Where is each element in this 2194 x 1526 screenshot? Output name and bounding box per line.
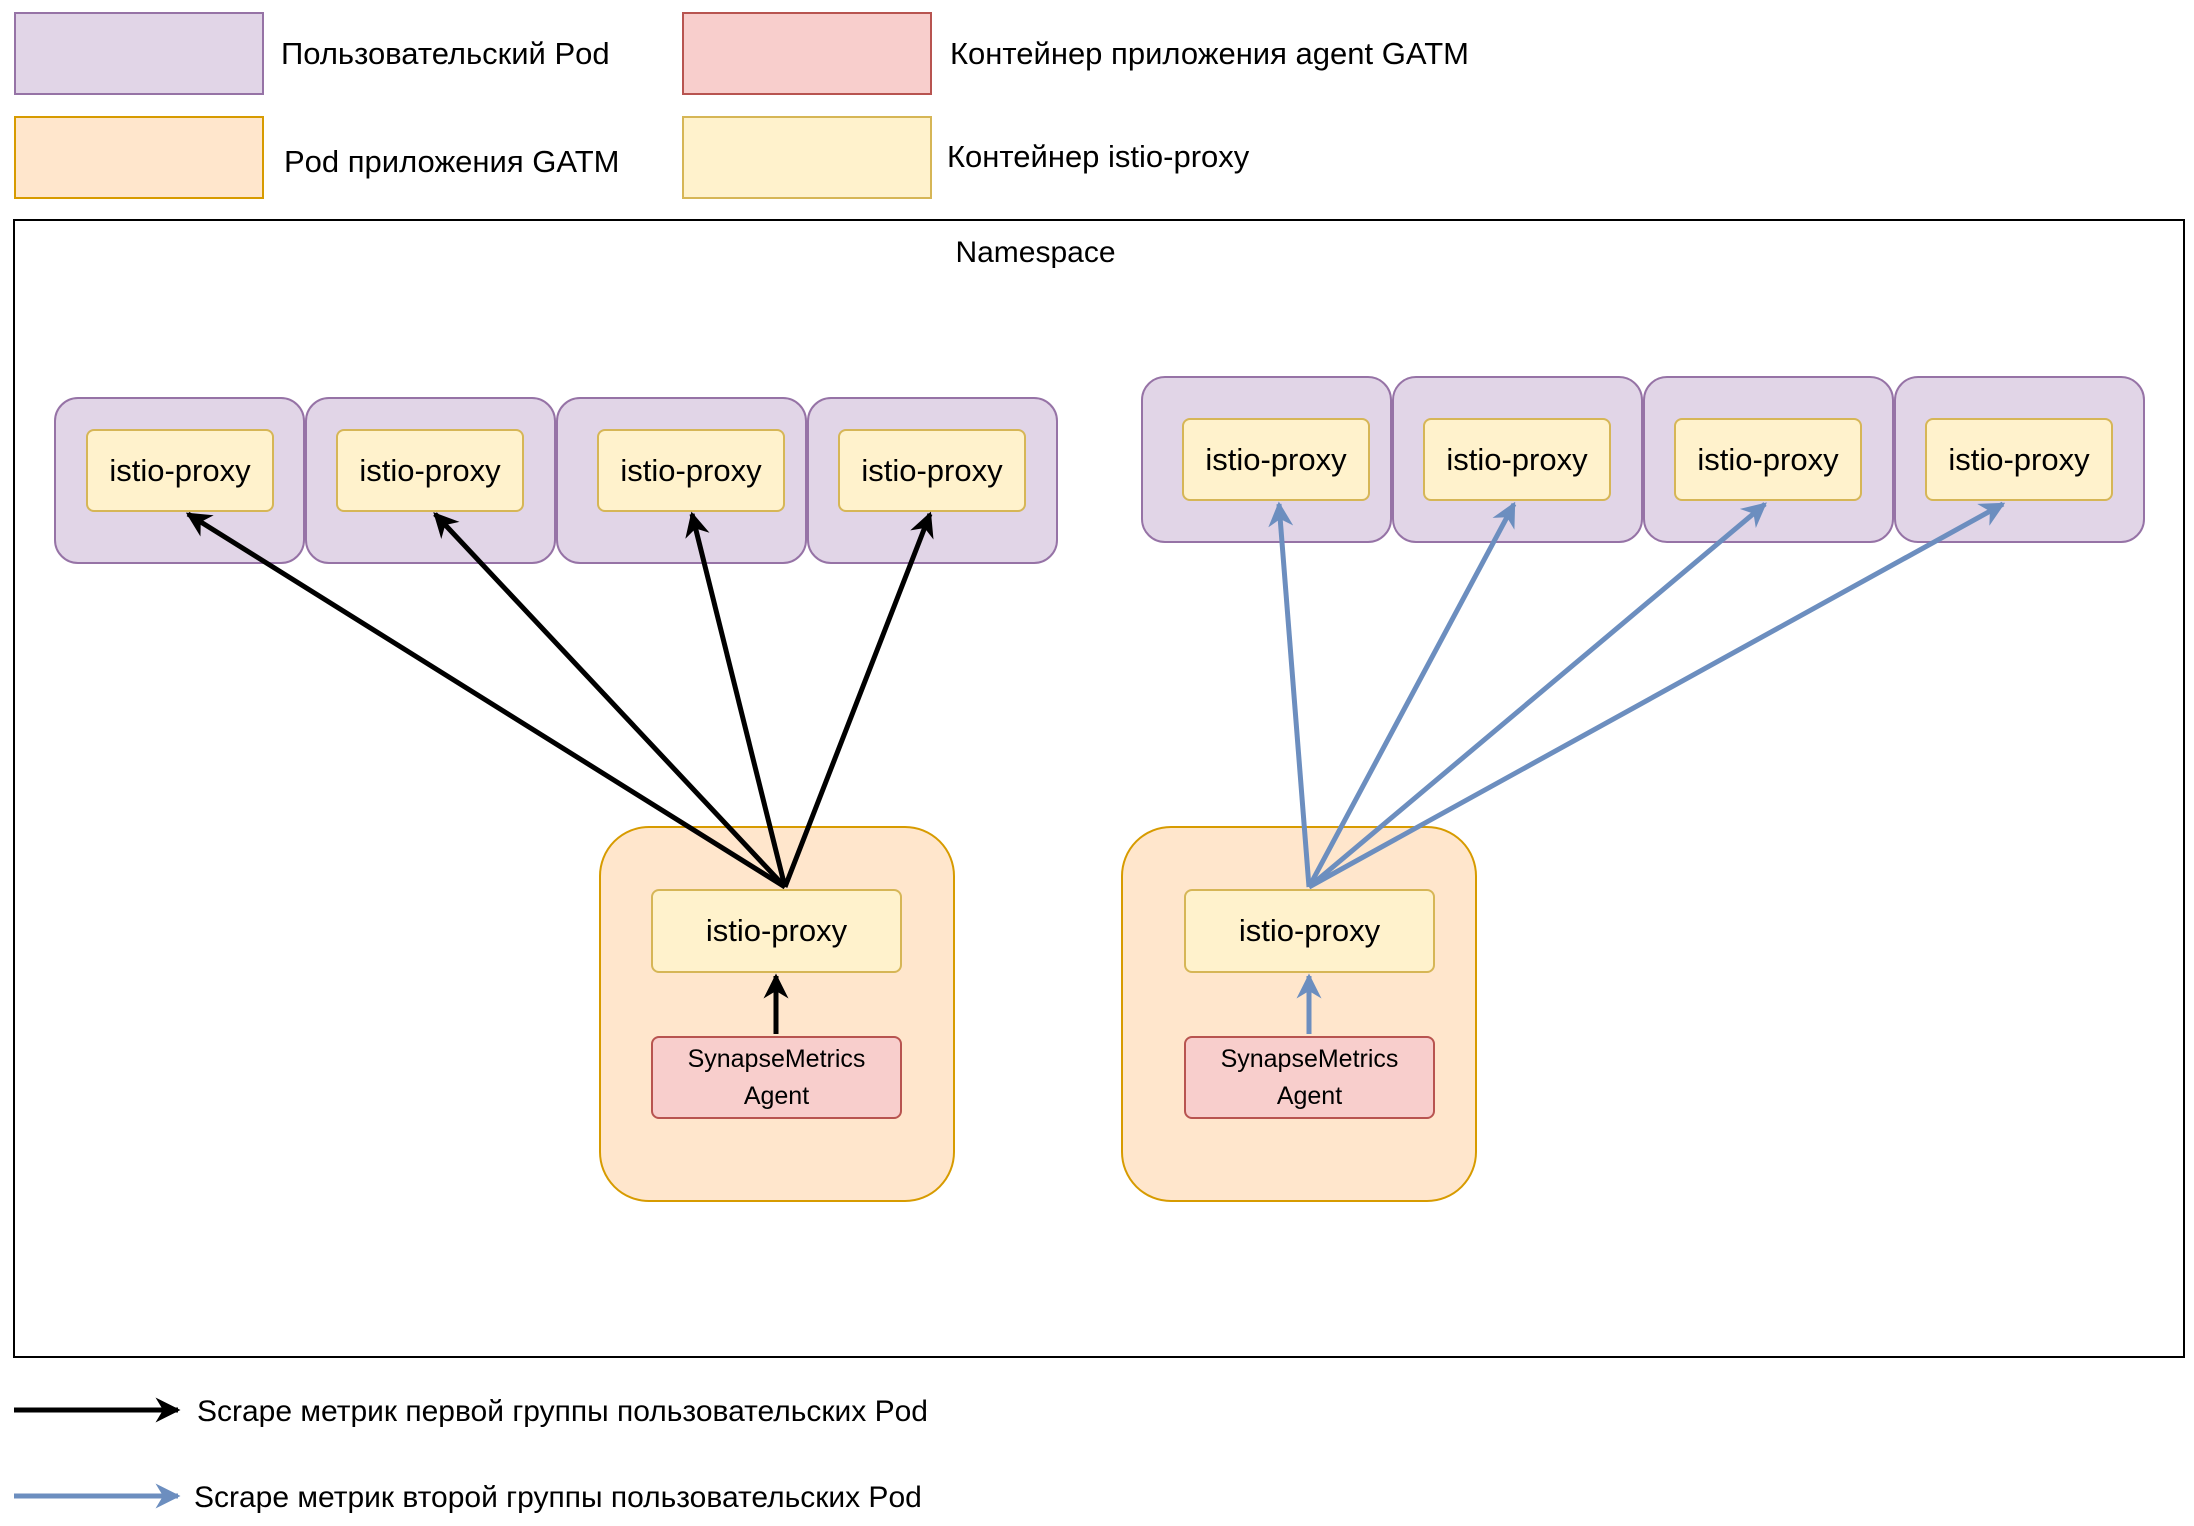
namespace-label: Namespace: [955, 236, 1116, 269]
legend-user-pod-swatch: [14, 12, 264, 95]
group2-pod4-istio-proxy: istio-proxy: [1925, 418, 2113, 501]
group2-pod1-istio-proxy: istio-proxy: [1182, 418, 1370, 501]
group1-scrape-arrow-4: [782, 511, 934, 888]
group1-agent-label-line2: Agent: [743, 1081, 810, 1110]
group1-pod3-istio-proxy: istio-proxy: [597, 429, 785, 512]
group2-scrape-arrow-3: [1307, 502, 1767, 889]
group2-scrape-arrow-1: [1268, 501, 1312, 888]
legend-second-group-scrape: Scrape метрик второй группы пользователь…: [194, 1481, 922, 1514]
legend-agent-container-swatch: [682, 12, 932, 95]
group2-synapse-metrics-agent: SynapseMetrics Agent: [1184, 1036, 1435, 1119]
legend-istio-container-label: Контейнер istio-proxy: [947, 139, 1250, 174]
group1-gatm-istio-proxy: istio-proxy: [651, 889, 902, 973]
group2-scrape-arrow-4: [1307, 501, 2006, 890]
legend-first-group-scrape: Scrape метрик первой группы пользователь…: [197, 1395, 928, 1428]
legend-gatm-pod-swatch: [14, 116, 264, 199]
group2-gatm-pod: [1121, 826, 1477, 1202]
group2-gatm-istio-proxy: istio-proxy: [1184, 889, 1435, 973]
group1-pod1-istio-proxy: istio-proxy: [86, 429, 274, 512]
group2-pod3-istio-proxy: istio-proxy: [1674, 418, 1862, 501]
legend-gatm-pod-label: Pod приложения GATM: [284, 144, 620, 179]
group2-agent-label-line1: SynapseMetrics: [1220, 1044, 1399, 1073]
group2-scrape-arrow-2: [1306, 501, 1517, 889]
group1-scrape-arrow-2: [433, 512, 787, 889]
group1-scrape-arrow-1: [185, 511, 787, 890]
group2-pod2-istio-proxy: istio-proxy: [1423, 418, 1611, 501]
group2-agent-label-line2: Agent: [1276, 1081, 1343, 1110]
group1-pod4-istio-proxy: istio-proxy: [838, 429, 1026, 512]
legend-agent-container-label: Контейнер приложения agent GATM: [950, 36, 1469, 71]
group1-scrape-arrow-3: [685, 511, 788, 888]
group1-synapse-metrics-agent: SynapseMetrics Agent: [651, 1036, 902, 1119]
legend-user-pod-label: Пользовательский Pod: [281, 36, 610, 71]
group1-pod2-istio-proxy: istio-proxy: [336, 429, 524, 512]
legend-istio-container-swatch: [682, 116, 932, 199]
group1-agent-label-line1: SynapseMetrics: [687, 1044, 866, 1073]
